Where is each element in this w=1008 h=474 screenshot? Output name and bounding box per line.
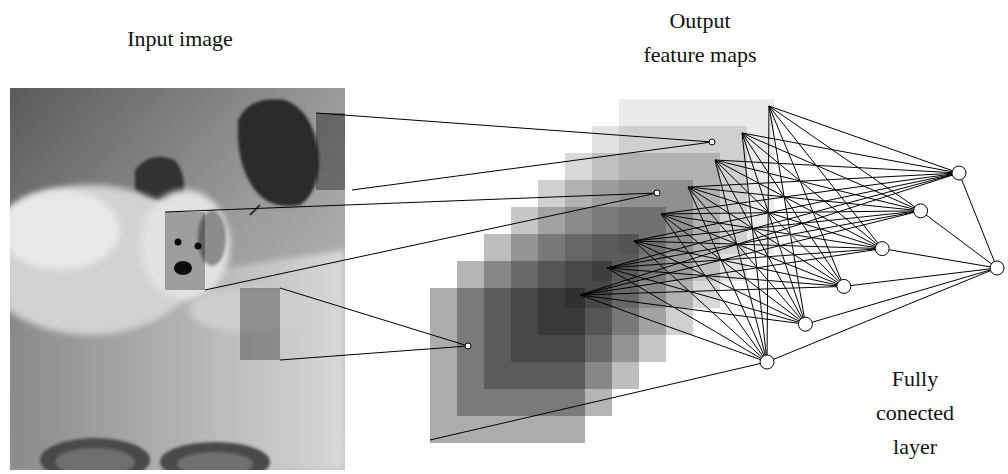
connection-line bbox=[607, 211, 921, 268]
connection-line bbox=[742, 133, 844, 286]
connection-line bbox=[634, 173, 959, 241]
connection-line bbox=[580, 249, 882, 295]
connection-line bbox=[742, 133, 882, 249]
neurons bbox=[465, 139, 1004, 369]
feature-unit bbox=[654, 190, 660, 196]
feature-unit bbox=[465, 343, 471, 349]
connection-line bbox=[715, 160, 844, 286]
connection-line bbox=[715, 160, 959, 173]
connection-line bbox=[688, 187, 921, 211]
feature-map bbox=[430, 288, 585, 443]
connection-line bbox=[688, 173, 959, 187]
feature-maps bbox=[430, 99, 774, 443]
neuron bbox=[952, 166, 966, 180]
connection-line bbox=[661, 211, 921, 214]
connection-line bbox=[844, 268, 997, 286]
connection-line bbox=[430, 362, 767, 440]
connection-lines bbox=[165, 106, 997, 440]
connection-line bbox=[607, 173, 959, 268]
connection-line bbox=[805, 268, 997, 324]
neuron bbox=[875, 242, 889, 256]
feature-unit bbox=[709, 139, 715, 145]
connection-line bbox=[580, 286, 844, 295]
neuron bbox=[837, 279, 851, 293]
neuron bbox=[798, 317, 812, 331]
connection-line bbox=[959, 173, 997, 268]
connection-line bbox=[580, 173, 959, 295]
connection-line bbox=[661, 214, 844, 286]
neuron bbox=[760, 355, 774, 369]
connection-line bbox=[607, 268, 844, 286]
feature-maps-title: Output feature maps bbox=[639, 4, 761, 72]
fc-layer-title: Fully conected layer bbox=[868, 362, 963, 464]
input-photo bbox=[10, 88, 345, 470]
connection-line bbox=[607, 249, 882, 268]
connection-line bbox=[769, 106, 921, 211]
connection-line bbox=[580, 295, 805, 324]
connection-line bbox=[715, 160, 921, 211]
connection-line bbox=[352, 142, 712, 190]
connection-line bbox=[634, 241, 882, 249]
connection-line bbox=[580, 211, 921, 295]
neuron bbox=[990, 261, 1004, 275]
connection-line bbox=[769, 106, 959, 173]
connection-line bbox=[205, 193, 657, 290]
connection-line bbox=[280, 346, 468, 360]
connection-line bbox=[580, 295, 767, 362]
connection-line bbox=[280, 288, 468, 346]
neuron bbox=[914, 204, 928, 218]
connection-line bbox=[316, 113, 712, 142]
input-title: Input image bbox=[70, 22, 290, 56]
connection-line bbox=[882, 249, 997, 268]
connection-line bbox=[661, 214, 882, 249]
connection-line bbox=[767, 268, 997, 362]
